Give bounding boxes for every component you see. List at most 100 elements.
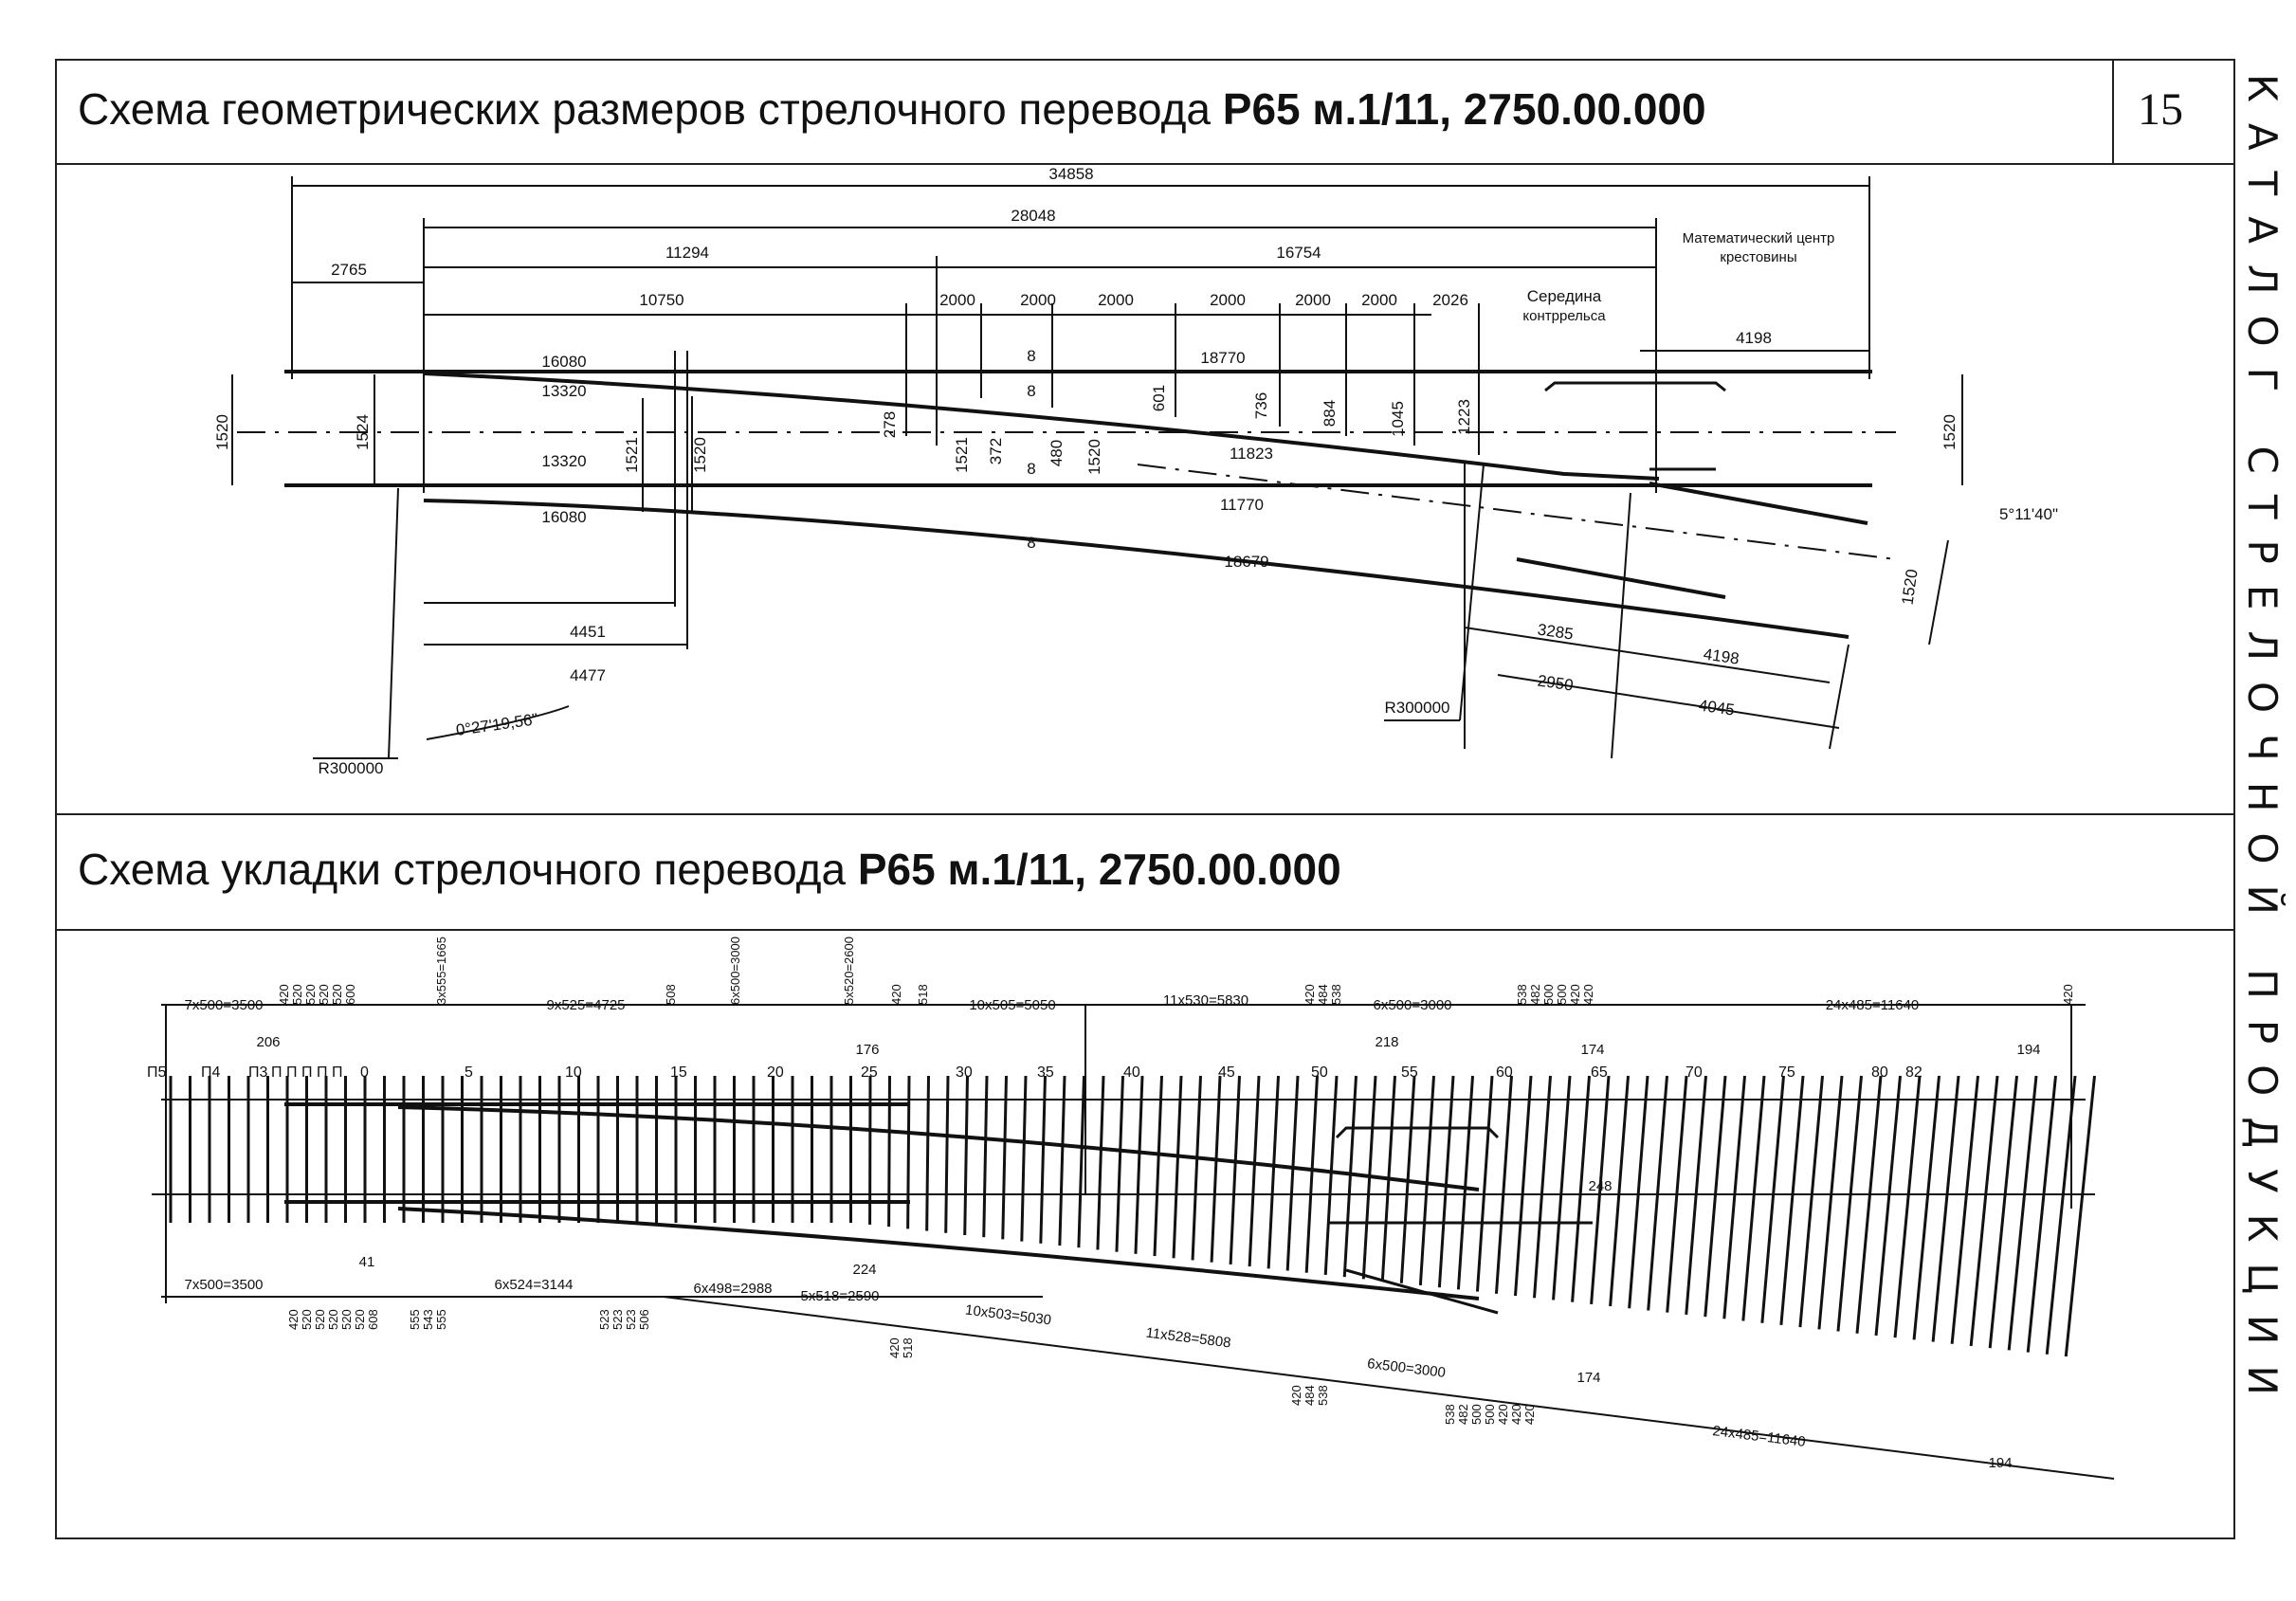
- dim-2000-d: 2000: [1210, 291, 1246, 309]
- sleeper: [1191, 1075, 1202, 1261]
- dim-total: 34858: [1048, 165, 1093, 183]
- sleeper-number: 30: [956, 1064, 973, 1081]
- sleeper: [1741, 1075, 1766, 1321]
- sleeper: [1779, 1075, 1805, 1326]
- dim-4198: 4198: [1736, 329, 1772, 347]
- group-top-3: 10x505=5050: [969, 997, 1055, 1013]
- sleeper-number: 50: [1311, 1064, 1328, 1081]
- sleeper: [887, 1075, 891, 1228]
- small-top-218: 218: [1375, 1034, 1398, 1050]
- sleeper: [1475, 1075, 1494, 1292]
- gauge-736: 736: [1252, 392, 1270, 419]
- sleeper: [1077, 1075, 1085, 1248]
- sleeper-number: 65: [1591, 1064, 1608, 1081]
- sleeper: [1437, 1075, 1455, 1288]
- bottom-spacing-label: 420: [1496, 1404, 1510, 1425]
- sleeper-number: П: [301, 1064, 313, 1081]
- sleeper-number: 55: [1401, 1064, 1418, 1081]
- section1-title-bold: Р65 м.1/11, 2750.00.000: [1222, 84, 1706, 134]
- sleeper: [1533, 1075, 1552, 1299]
- label-18679: 18679: [1224, 553, 1268, 571]
- sleeper: [1172, 1075, 1183, 1259]
- sleeper: [1134, 1075, 1144, 1254]
- sleeper: [2026, 1075, 2057, 1353]
- top-spacing-label: 518: [916, 984, 930, 1005]
- sleeper: [1760, 1075, 1785, 1323]
- label-16080-bottom: 16080: [541, 508, 586, 526]
- bottom-spacing-label: 538: [1316, 1385, 1330, 1406]
- small-top-194: 194: [2016, 1042, 2040, 1058]
- small-bottom-174: 174: [1576, 1370, 1600, 1386]
- radius-2: R300000: [1384, 699, 1449, 717]
- gauge-1520-b: 1520: [691, 437, 709, 473]
- top-spacing-label: 420: [1568, 984, 1582, 1005]
- top-spacing-label: 500: [1541, 984, 1556, 1005]
- gauge-480: 480: [1048, 440, 1066, 466]
- sleeper-number: 20: [767, 1064, 784, 1081]
- bottom-spacing-label: 523: [610, 1309, 625, 1330]
- sleeper: [1323, 1075, 1339, 1276]
- group-bottom-2: 6x524=3144: [495, 1277, 574, 1293]
- gauge-601: 601: [1150, 385, 1168, 411]
- sleeper-number: П3: [248, 1064, 268, 1081]
- sleeper: [1115, 1075, 1124, 1252]
- group-bottom-3: 6x498=2988: [694, 1281, 773, 1297]
- sleeper-number: 10: [565, 1064, 582, 1081]
- top-spacing-label: 484: [1316, 984, 1330, 1005]
- sleeper: [1798, 1075, 1824, 1328]
- sleeper: [1020, 1075, 1028, 1242]
- bottom-spacing-label: 420: [1509, 1404, 1523, 1425]
- sleeper: [1628, 1075, 1649, 1309]
- sleeper: [1456, 1075, 1474, 1290]
- sleeper: [1304, 1075, 1319, 1273]
- gauge-884: 884: [1321, 400, 1339, 427]
- label-16080-top: 16080: [541, 353, 586, 371]
- top-spacing-label: 538: [1329, 984, 1343, 1005]
- sleeper: [1722, 1075, 1746, 1319]
- sleeper: [1893, 1075, 1922, 1338]
- sleeper-number: П: [317, 1064, 328, 1081]
- bottom-spacing-label: 608: [366, 1309, 380, 1330]
- bottom-spacing-label: 520: [313, 1309, 327, 1330]
- dim-2000-f: 2000: [1361, 291, 1397, 309]
- note-middle: Середина: [1527, 287, 1602, 305]
- sleeper: [1552, 1075, 1572, 1301]
- page-number: 15: [2138, 84, 2183, 135]
- gauge-1520-c: 1520: [1085, 439, 1103, 475]
- sleeper: [1874, 1075, 1902, 1337]
- group-bottom-7: 6x500=3000: [1366, 1355, 1446, 1381]
- gauge-1520-right: 1520: [1941, 414, 1959, 450]
- sleeper: [963, 1075, 969, 1236]
- bottom-spacing-label: 420: [887, 1337, 902, 1358]
- sleeper-number: 60: [1496, 1064, 1513, 1081]
- group-bottom-5: 10x503=5030: [964, 1302, 1052, 1329]
- sleeper: [1096, 1075, 1105, 1250]
- group-bottom-4: 5x518=2590: [801, 1288, 880, 1304]
- label-8-c: 8: [1027, 460, 1035, 478]
- gauge-278: 278: [881, 411, 899, 438]
- top-spacing-label: 520: [303, 984, 318, 1005]
- sleeper: [1590, 1075, 1611, 1304]
- label-18770: 18770: [1200, 349, 1245, 367]
- sleeper-number: 25: [861, 1064, 878, 1081]
- sleeper-number: 40: [1123, 1064, 1140, 1081]
- dim-28048: 28048: [1011, 207, 1055, 225]
- small-top-206: 206: [256, 1034, 280, 1050]
- sleeper-number: 75: [1778, 1064, 1795, 1081]
- dim-4451: 4451: [570, 623, 606, 641]
- sleeper: [1248, 1075, 1261, 1267]
- gauge-1223: 1223: [1455, 399, 1473, 435]
- gauge-1521-b: 1521: [953, 437, 971, 473]
- small-bottom-194: 194: [1988, 1455, 2012, 1471]
- gauge-1521: 1521: [623, 437, 641, 473]
- sleeper: [1704, 1075, 1727, 1318]
- small-top-174: 174: [1580, 1042, 1604, 1058]
- sleeper: [1609, 1075, 1630, 1307]
- bottom-spacing-label: 555: [408, 1309, 422, 1330]
- small-bottom-224: 224: [852, 1262, 876, 1278]
- sleeper: [2064, 1075, 2096, 1357]
- header-bar-2: [55, 813, 2235, 931]
- group-bottom-8: 24x485=11640: [1712, 1423, 1807, 1450]
- dim-10750: 10750: [639, 291, 683, 309]
